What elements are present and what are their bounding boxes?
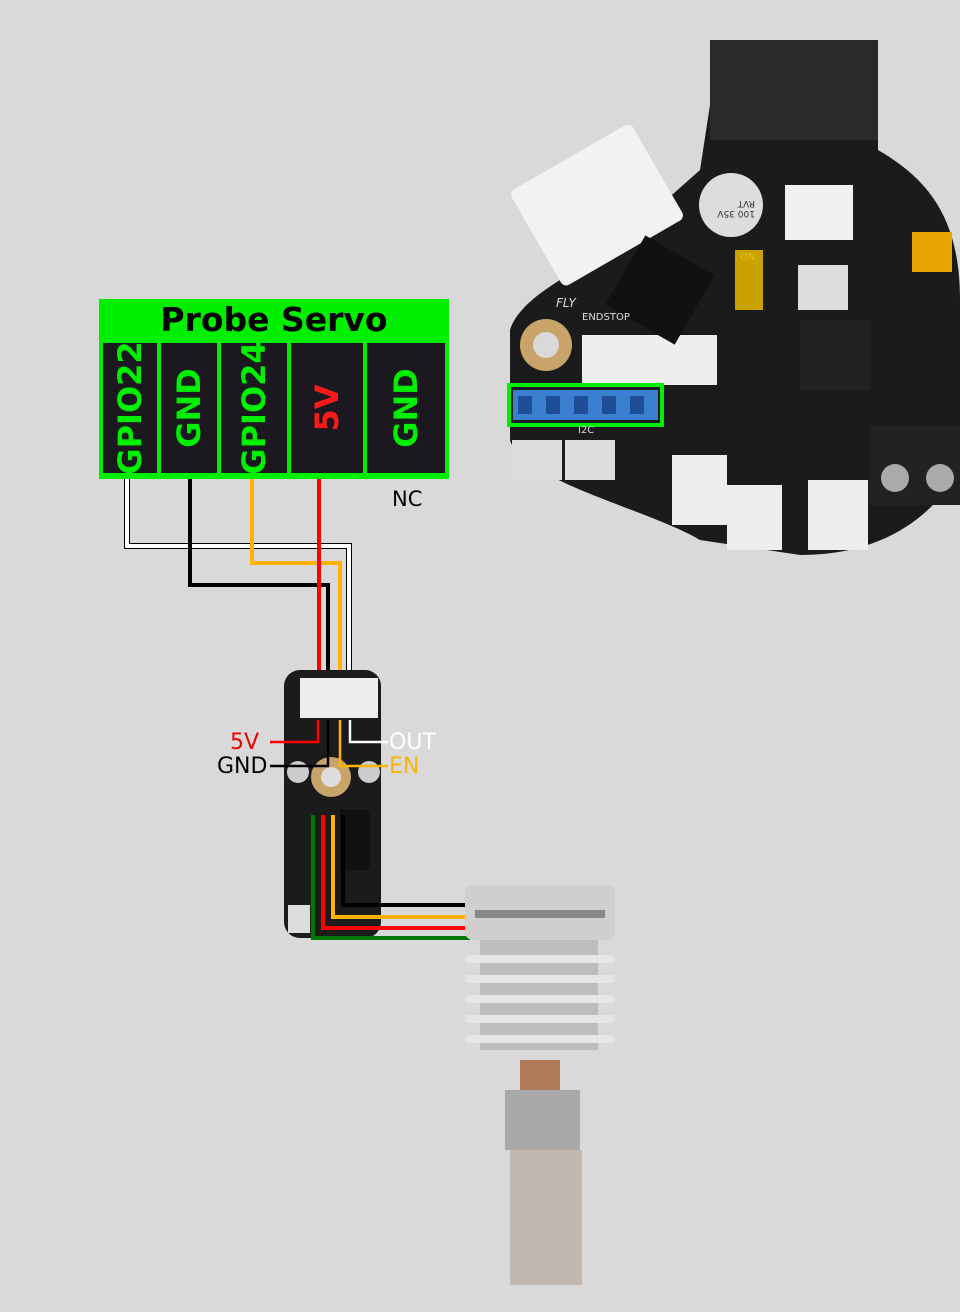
module-5v-label: 5V [230,730,260,755]
probe-servo-header: Probe Servo GPIO22 GND GPIO24 5V GND [99,299,449,479]
pin-gpio24: GPIO24 [219,341,289,475]
board-endstop-label: ENDSTOP [582,312,630,323]
wires-lower [311,815,470,940]
pin-gpio22: GPIO22 [101,341,159,475]
module-en-label: EN [389,754,420,779]
pin-label: GPIO22 [111,341,149,475]
module-out-label: OUT [389,730,436,755]
module-pin-leaders [270,720,388,768]
pin-gnd: GND [159,341,219,475]
pin-label: 5V [308,384,346,432]
capacitor-label: 100 35V RVT [717,198,755,218]
header-title: Probe Servo [160,300,388,339]
board-i2c-label: I2C [578,425,595,436]
board-on-label: ON [740,252,756,263]
sensor-module [284,670,381,938]
board-brand: FLY [556,296,576,310]
pin-label: GPIO24 [235,341,273,475]
pin-label: GND [170,368,208,448]
fly-controller-board [507,40,960,555]
module-gnd-label: GND [217,754,268,779]
pin-gnd-2: GND [365,341,447,475]
pin-label: GND [387,368,425,448]
wires-upper [124,478,352,690]
pin-5v: 5V [289,341,365,475]
nc-label: NC [392,487,423,511]
probe-heatsink [465,885,615,1285]
